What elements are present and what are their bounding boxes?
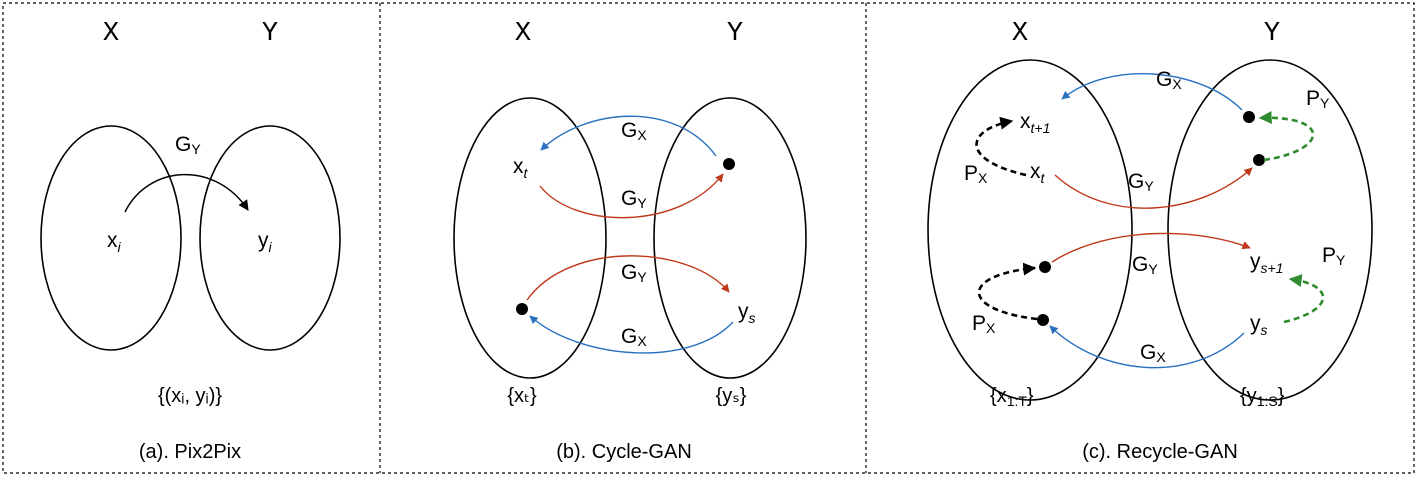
panel-a-caption: (a). Pix2Pix — [139, 441, 241, 463]
panel-c-py-arrow-bottom — [1283, 274, 1325, 324]
panel-c-set-y: {y1:S} — [1240, 385, 1285, 409]
panel-a-node-xi: xi — [107, 229, 122, 255]
panel-b-arrow-gy-bottom — [526, 255, 730, 301]
panel-c-node-xt: xt — [1030, 160, 1046, 186]
panel-b-axis-y: Y — [727, 19, 743, 49]
panel-b-caption: (b). Cycle-GAN — [556, 441, 692, 463]
panel-c-label-gx-bottom: GX — [1140, 341, 1166, 365]
panel-c-py-arrow-top — [1258, 111, 1315, 162]
panel-c-node-py-pred — [1243, 111, 1255, 123]
panel-b-arrow-gx-bottom — [529, 315, 734, 354]
panel-c-node-xt1: xt+1 — [1020, 110, 1050, 136]
panel-c-node-gys — [1037, 314, 1049, 326]
panel-b-label-gy-top: GY — [621, 187, 647, 211]
panel-b-node-ys: ys — [738, 300, 756, 326]
panel-a-arrow-gy — [124, 173, 249, 213]
panel-c-label-gy-top: GY — [1128, 170, 1154, 194]
panel-c-arrow-gx-bottom — [1049, 325, 1245, 369]
panel-b-label-gx-top: GX — [621, 119, 647, 143]
panel-a: X Y xi yi GY {(xᵢ, yᵢ)} (a). Pix2Pix — [40, 19, 341, 463]
panel-c-node-ys1: ys+1 — [1250, 250, 1283, 276]
panel-b-node-xt: xt — [513, 155, 529, 181]
panel-c-axis-y: Y — [1264, 19, 1280, 49]
panel-a-domain-x-ellipse — [40, 125, 182, 351]
panel-c-arrow-gy-bottom — [1051, 232, 1251, 263]
panel-c-node-px-pred — [1039, 261, 1051, 273]
panel-c-domain-y-ellipse — [1167, 59, 1373, 401]
panel-c-label-gx-top: GX — [1156, 68, 1182, 92]
panel-a-set-label: {(xᵢ, yᵢ)} — [158, 385, 222, 407]
panel-b-domain-y-ellipse — [653, 97, 807, 379]
panel-b-node-gys — [516, 303, 528, 315]
panel-c-caption: (c). Recycle-GAN — [1082, 441, 1238, 463]
panel-b-label-gx-bottom: GX — [621, 325, 647, 349]
panel-b-node-gxt — [723, 158, 735, 170]
panel-c-arrow-gy-top — [1054, 167, 1253, 209]
panel-a-node-yi: yi — [258, 229, 273, 255]
panel-b: X Y xt ys GX GY GY GX {xₜ} {yₛ} (b). Cyc… — [453, 19, 807, 463]
panel-b-axis-x: X — [515, 19, 531, 49]
panel-c-node-gxt — [1253, 154, 1265, 166]
panel-c-px-arrow-top — [975, 116, 1027, 177]
panel-c-label-py-top: PY — [1306, 87, 1330, 111]
panel-a-label-gy: GY — [175, 133, 201, 157]
panel-b-arrow-gx-top — [540, 115, 717, 157]
panel-b-set-y: {yₛ} — [716, 385, 747, 407]
panel-c-label-px-bottom: PX — [972, 312, 996, 336]
panel-b-label-gy-bottom: GY — [621, 261, 647, 285]
panel-b-set-x: {xₜ} — [507, 385, 537, 407]
panel-c-arrow-gx-top — [1061, 73, 1243, 111]
panel-c: X Y xt+1 xt ys+1 ys GX GY GY GX PX PY PX — [927, 19, 1373, 463]
panel-c-label-px-top: PX — [964, 162, 988, 186]
panel-c-label-gy-bottom: GY — [1132, 253, 1158, 277]
panel-c-px-arrow-bottom — [977, 262, 1038, 321]
panel-c-node-ys: ys — [1250, 312, 1268, 338]
panel-a-axis-x: X — [103, 19, 119, 49]
panel-a-domain-y-ellipse — [199, 125, 341, 351]
panel-c-set-x: {x1:T} — [990, 385, 1034, 409]
panel-a-axis-y: Y — [262, 19, 278, 49]
panel-c-label-py-bottom: PY — [1322, 244, 1346, 268]
panel-b-arrow-gy-top — [539, 173, 724, 219]
panel-b-domain-x-ellipse — [453, 97, 607, 379]
panel-c-domain-x-ellipse — [927, 59, 1133, 401]
panel-c-axis-x: X — [1012, 19, 1028, 49]
